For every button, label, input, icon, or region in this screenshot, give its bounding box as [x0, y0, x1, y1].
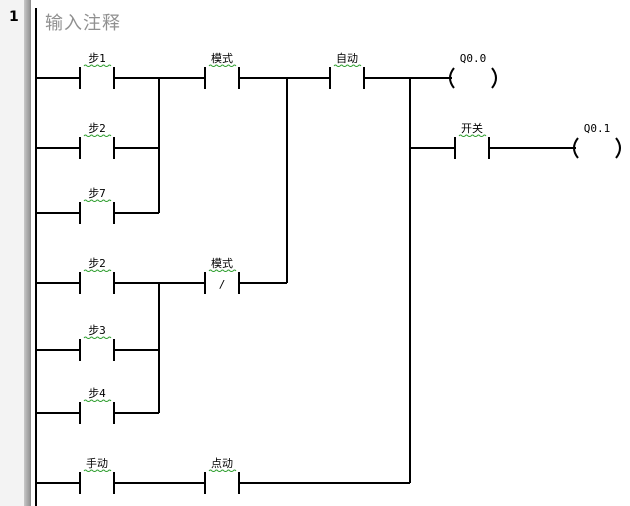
contact-label: 步3: [88, 324, 106, 337]
c-step2a-contact[interactable]: 步2: [79, 122, 115, 159]
c-mode2-contact[interactable]: / 模式: [204, 257, 240, 294]
symbol-squiggle: [83, 269, 112, 272]
contact-label: 手动: [86, 456, 108, 470]
symbol-squiggle: [83, 199, 112, 202]
coil-q01-coil[interactable]: Q0.1: [573, 122, 621, 159]
symbol-squiggle: [208, 269, 237, 272]
c-step7-contact[interactable]: 步7: [79, 187, 115, 224]
contact-label: 步7: [88, 187, 106, 200]
symbol-squiggle: [83, 336, 112, 339]
symbol-squiggle: [83, 64, 112, 67]
coil-left-arc: [573, 137, 579, 159]
symbol-squiggle: [208, 64, 237, 67]
coil-label: Q0.0: [460, 52, 487, 65]
symbol-squiggle: [83, 399, 112, 402]
rung-comment[interactable]: 输入注释: [45, 13, 121, 34]
c-step1-contact[interactable]: 步1: [79, 52, 115, 89]
contact-label: 模式: [211, 257, 233, 270]
contact-label: 步1: [88, 52, 106, 65]
nc-slash-symbol: /: [219, 278, 226, 291]
coil-label: Q0.1: [584, 122, 611, 135]
c-auto-contact[interactable]: 自动: [329, 52, 365, 89]
c-switch-contact[interactable]: 开关: [454, 121, 490, 159]
coil-q00-coil[interactable]: Q0.0: [449, 52, 497, 89]
contact-label: 步2: [88, 257, 106, 270]
coil-right-arc: [491, 67, 497, 89]
symbol-squiggle: [333, 64, 362, 67]
rung-number[interactable]: 1: [9, 9, 19, 25]
contact-label: 步4: [88, 387, 106, 400]
power-rail-shade: [24, 0, 31, 506]
c-mode1-contact[interactable]: 模式: [204, 52, 240, 89]
c-step4-contact[interactable]: 步4: [79, 387, 115, 424]
contact-label: 模式: [211, 52, 233, 65]
symbol-squiggle: [208, 469, 237, 472]
symbol-squiggle: [83, 469, 112, 472]
contact-label: 点动: [211, 457, 233, 470]
contact-label: 自动: [336, 52, 358, 65]
c-step3-contact[interactable]: 步3: [79, 324, 115, 361]
c-manual-contact[interactable]: 手动: [79, 456, 115, 494]
symbol-squiggle: [83, 134, 112, 137]
coil-left-arc: [449, 67, 455, 89]
symbol-squiggle: [458, 134, 487, 137]
coil-right-arc: [615, 137, 621, 159]
contact-label: 步2: [88, 122, 106, 135]
c-jog-contact[interactable]: 点动: [204, 457, 240, 494]
contact-label: 开关: [461, 121, 483, 135]
c-step2b-contact[interactable]: 步2: [79, 257, 115, 294]
